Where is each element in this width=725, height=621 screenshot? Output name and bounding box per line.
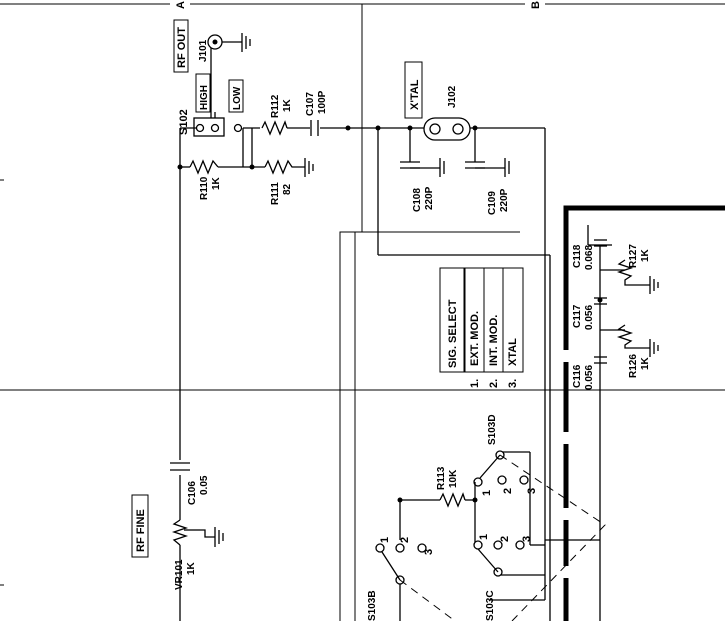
- sig-select-item-1: EXT. MOD.: [469, 311, 481, 366]
- vr101-value: 1K: [186, 561, 197, 575]
- section-label-a: A: [175, 1, 187, 9]
- s102-low-label: LOW: [232, 86, 243, 110]
- capacitor-c107: [310, 120, 319, 136]
- j102-ref: J102: [447, 85, 458, 108]
- c106-value: 0.05: [199, 475, 210, 495]
- sig-select-num-2: 2.: [488, 379, 500, 388]
- resistor-r112: [261, 120, 288, 136]
- c118-ref: C118: [572, 244, 583, 268]
- c116-value: 0.056: [584, 365, 595, 390]
- frame: [0, 3, 725, 586]
- r127-value: 1K: [640, 248, 651, 262]
- s103b-ref: S103B: [367, 590, 378, 621]
- s103c-pos-3: 3: [521, 536, 533, 542]
- junctions: [177, 125, 603, 503]
- s103b-pos-3: 3: [423, 549, 435, 555]
- resistor-r126: [600, 324, 659, 357]
- capacitor-c109: [465, 158, 510, 177]
- board-outline: [563, 205, 725, 621]
- s103b-pos-1: 1: [379, 537, 391, 543]
- xtal-label: X'TAL: [409, 79, 421, 110]
- sig-select-legend: [439, 267, 524, 373]
- s102-ref: S102: [178, 109, 190, 135]
- c117-ref: C117: [572, 304, 583, 328]
- r112-value: 1K: [282, 98, 293, 112]
- rf-out-jack-j101: [173, 19, 251, 73]
- r111-ref: R111: [270, 182, 281, 205]
- c109-value: 220P: [499, 188, 510, 212]
- c108-value: 220P: [424, 186, 435, 210]
- resistor-r110: [189, 159, 219, 175]
- capacitor-c108: [400, 158, 445, 177]
- s102-high-label: HIGH: [199, 85, 210, 110]
- switch-linkage: [399, 454, 606, 621]
- c109-ref: C109: [487, 191, 498, 215]
- switch-s103d: [473, 450, 529, 500]
- r110-value: 1K: [211, 176, 222, 190]
- wiring: [179, 42, 612, 621]
- capacitor-c106: [170, 462, 190, 471]
- rf-out-label: RF OUT: [176, 27, 188, 68]
- c116-ref: C116: [572, 364, 583, 388]
- s103c-ref: S103C: [485, 590, 496, 621]
- c118-value: 0.068: [584, 245, 595, 270]
- r127-ref: R127: [628, 244, 639, 268]
- s103d-pos-1: 1: [481, 490, 493, 496]
- c117-value: 0.056: [584, 305, 595, 330]
- xtal-socket-j102: [404, 61, 471, 141]
- vr101-ref: VR101: [174, 559, 185, 590]
- sig-select-num-1: 1.: [469, 379, 481, 388]
- resistor-r113: [439, 492, 466, 508]
- s103d-pos-2: 2: [502, 488, 514, 494]
- c107-value: 100P: [317, 90, 328, 114]
- c107-ref: C107: [305, 92, 316, 116]
- r126-ref: R126: [628, 354, 639, 378]
- potentiometer-vr101: [131, 494, 224, 558]
- capacitor-c118: [594, 239, 607, 247]
- r113-ref: R113: [436, 466, 447, 490]
- s103d-pos-3: 3: [526, 488, 538, 494]
- sig-select-item-3: XTAL: [507, 338, 519, 366]
- resistor-r111: [264, 158, 314, 177]
- r112-ref: R112: [270, 94, 281, 118]
- r111-value: 82: [282, 183, 293, 195]
- sig-select-num-3: 3.: [507, 379, 519, 388]
- switch-s103b: [375, 543, 427, 621]
- s103b-pos-2: 2: [399, 537, 411, 543]
- r110-ref: R110: [199, 176, 210, 200]
- j101-ref: J101: [198, 39, 209, 62]
- s103c-pos-2: 2: [499, 536, 511, 542]
- switch-s103c: [473, 540, 525, 577]
- r113-value: 10K: [448, 469, 459, 488]
- capacitor-c117: [594, 297, 607, 305]
- sig-select-item-2: INT. MOD.: [488, 315, 500, 366]
- s103c-pos-1: 1: [478, 534, 490, 540]
- c106-ref: C106: [187, 481, 198, 505]
- c108-ref: C108: [412, 188, 423, 212]
- sig-select-title: SIG. SELECT: [447, 299, 459, 368]
- r126-value: 1K: [640, 356, 651, 370]
- rf-fine-label: RF FINE: [135, 509, 147, 552]
- section-label-b: B: [530, 1, 542, 9]
- s103d-ref: S103D: [487, 414, 498, 445]
- capacitor-c116: [594, 356, 607, 364]
- resistor-r127: [600, 259, 659, 294]
- switch-s102: [193, 73, 244, 137]
